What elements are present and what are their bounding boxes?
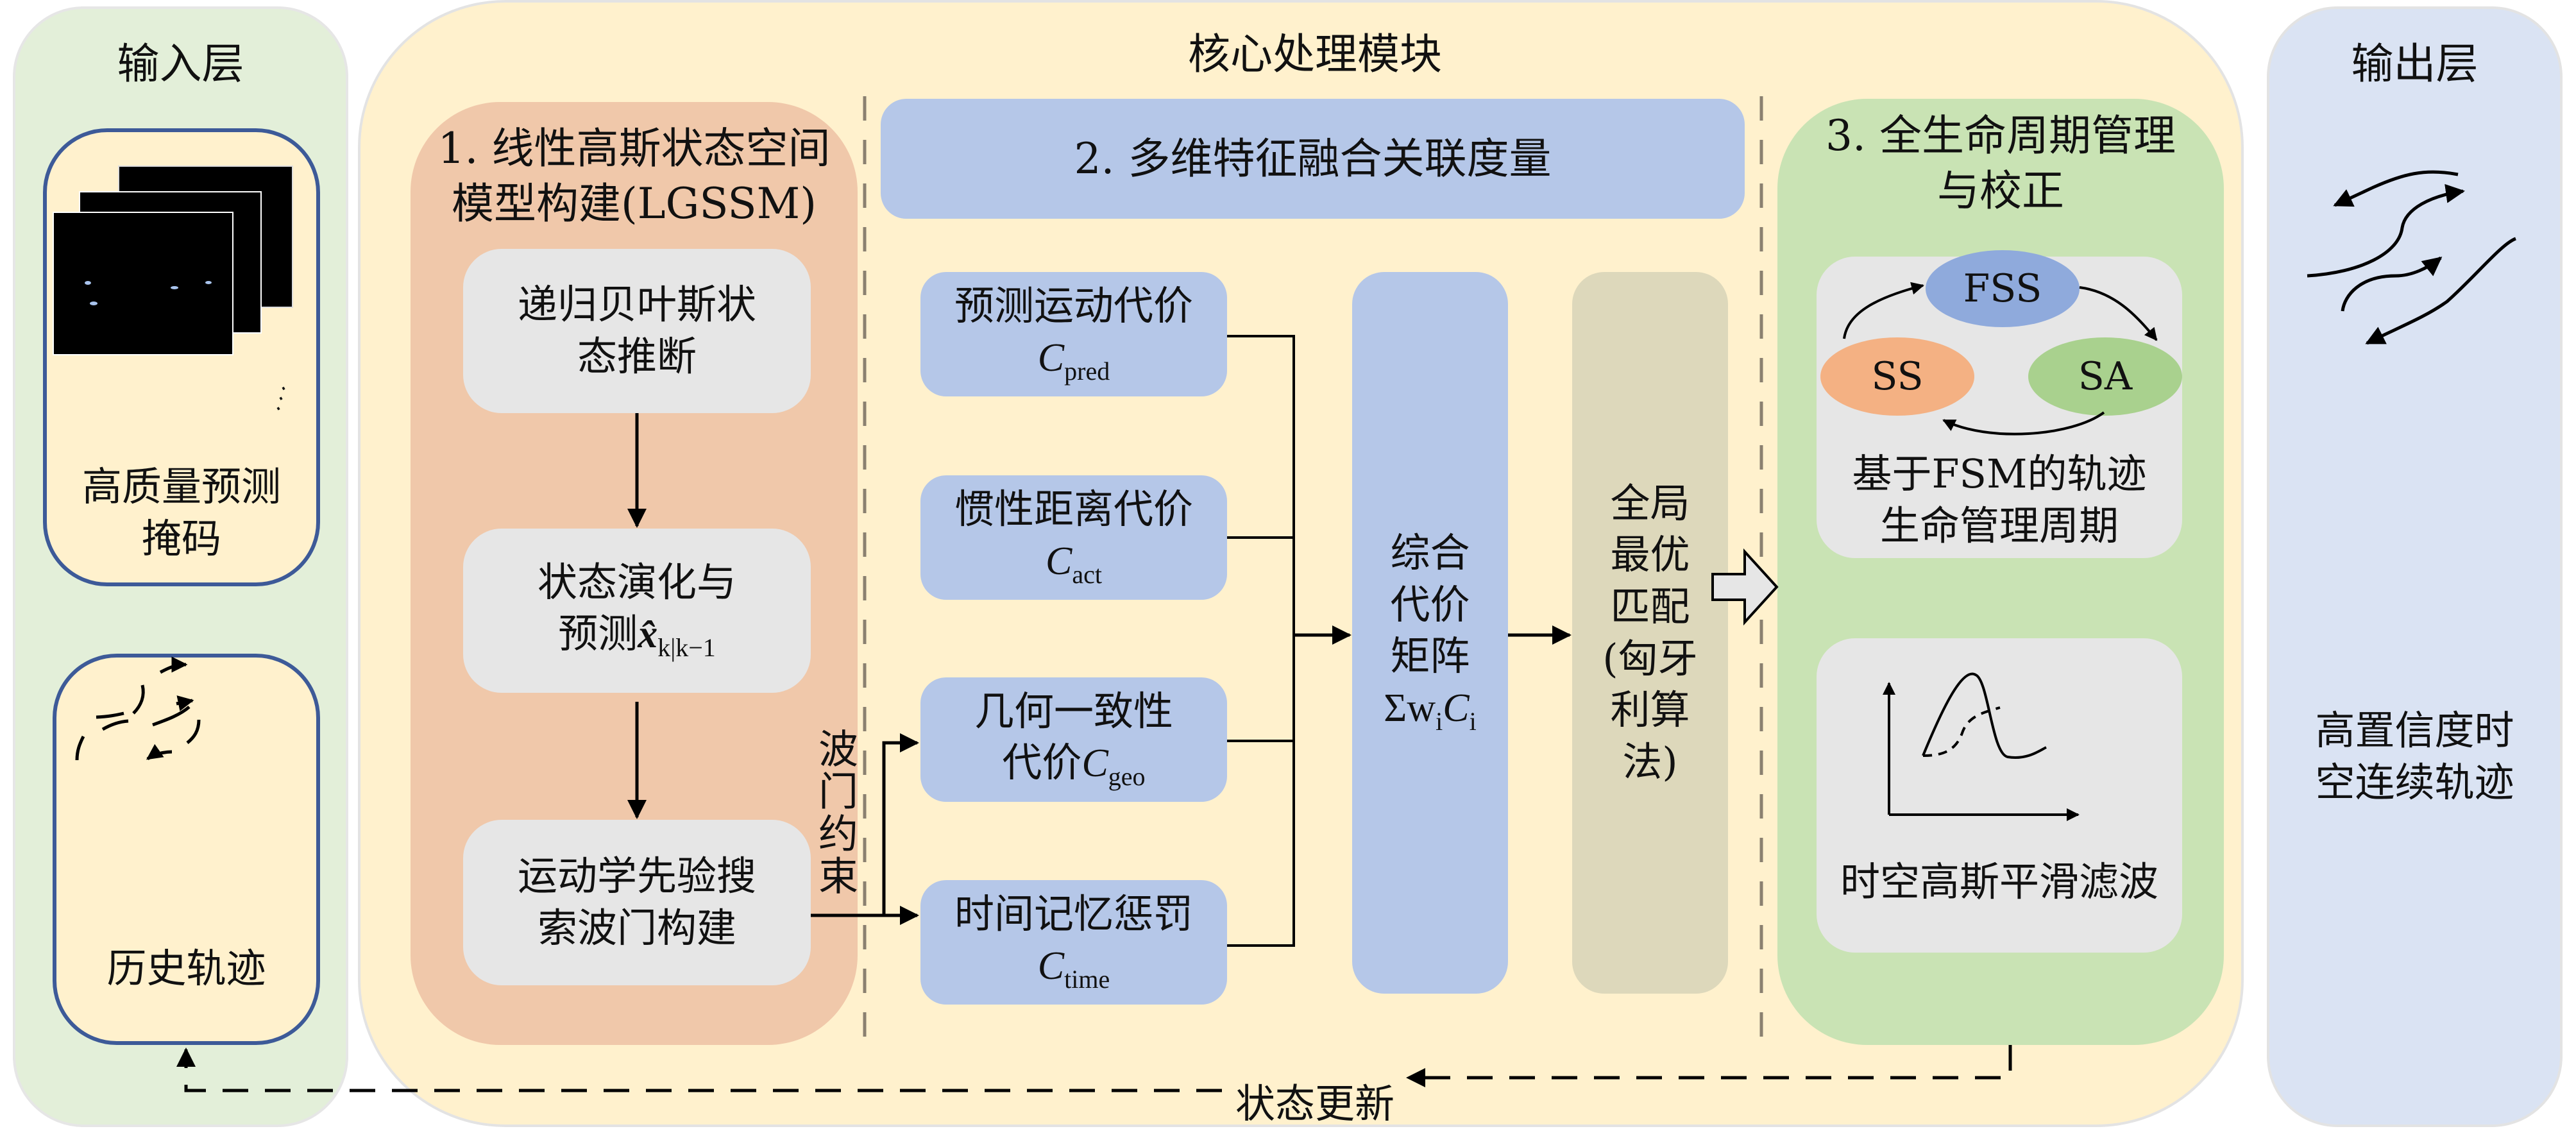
cost-act-box: 惯性距离代价 Cact <box>920 475 1227 600</box>
input-layer-title: 输入层 <box>117 39 244 89</box>
fsm-state-sa: SA <box>2028 337 2182 416</box>
cost-matrix-box: 综合 代价 矩阵 ΣwiCi <box>1352 272 1508 994</box>
step2-line1: 状态演化与 <box>537 558 736 606</box>
section2-header: 2. 多维特征融合关联度量 <box>881 99 1745 219</box>
step3-line1: 运动学先验搜 <box>517 853 756 900</box>
global-matching-box: 全局 最优 匹配 (匈牙 利算 法) <box>1572 272 1728 994</box>
section1-title-line2: 模型构建(LGSSM) <box>452 179 817 228</box>
fsm-state-fss: FSS <box>1926 250 2080 327</box>
cost-geo-box: 几何一致性 代价Cgeo <box>920 677 1227 802</box>
matrix-formula: ΣwiCi <box>1384 686 1477 736</box>
core-module-title: 核心处理模块 <box>1188 30 1442 80</box>
step1-line2: 态推断 <box>577 333 697 380</box>
section1-title-line1: 1. 线性高斯状态空间 <box>437 124 831 174</box>
mask-blob <box>205 281 212 284</box>
feedback-label: 状态更新 <box>1235 1080 1394 1127</box>
step3-line2: 索波门构建 <box>537 904 736 951</box>
mask-blob <box>85 281 91 285</box>
history-card <box>53 654 320 1045</box>
output-label: 高置信度时 空连续轨迹 <box>2315 707 2514 806</box>
output-layer-panel <box>2267 6 2563 1127</box>
mask-blob <box>171 286 178 289</box>
fsm-state-ss: SS <box>1820 337 1974 416</box>
cost-pred-box: 预测运动代价 Cpred <box>920 272 1227 396</box>
mask-label-line2: 掩码 <box>141 515 221 562</box>
section1-title: 1. 线性高斯状态空间 模型构建(LGSSM) <box>411 115 858 237</box>
history-label: 历史轨迹 <box>106 944 266 992</box>
mask-frame-front <box>53 212 233 355</box>
mask-label: 高质量预测 掩码 <box>43 455 320 571</box>
mask-blob <box>90 301 97 305</box>
step-search-gate: 运动学先验搜 索波门构建 <box>463 820 811 985</box>
step-state-prediction: 状态演化与 预测x̂k|k−1 <box>463 529 811 693</box>
gate-constraint-label: 波门约束 <box>811 728 858 897</box>
output-layer-title: 输出层 <box>2351 39 2479 89</box>
cost-time-box: 时间记忆惩罚 Ctime <box>920 880 1227 1005</box>
step2-line2: 预测x̂k|k−1 <box>558 610 716 663</box>
section3-title: 3. 全生命周期管理 与校正 <box>1826 111 2176 216</box>
mask-label-line1: 高质量预测 <box>81 463 281 511</box>
fsm-label: 基于FSM的轨迹 生命管理周期 <box>1852 450 2147 549</box>
step1-line1: 递归贝叶斯状 <box>517 281 756 328</box>
step-bayes-inference: 递归贝叶斯状 态推断 <box>463 249 811 413</box>
smoothing-label: 时空高斯平滑滤波 <box>1840 858 2158 905</box>
